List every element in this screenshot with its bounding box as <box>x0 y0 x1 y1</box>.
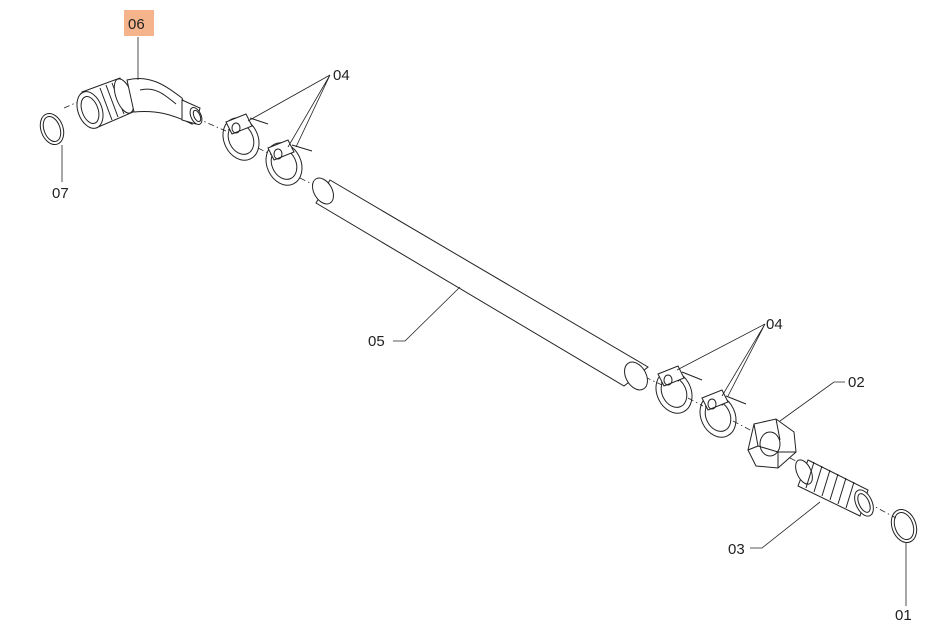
part-04-hose-clamp-bottom-b <box>699 389 747 438</box>
part-03-threaded-tail <box>795 459 874 517</box>
label-02[interactable]: 02 <box>848 374 865 391</box>
label-07[interactable]: 07 <box>52 185 69 202</box>
label-04-bottom[interactable]: 04 <box>766 316 783 333</box>
label-06[interactable]: 06 <box>128 16 145 33</box>
label-04-top[interactable]: 04 <box>333 67 350 84</box>
leader-lines <box>61 37 907 606</box>
label-05[interactable]: 05 <box>368 333 385 350</box>
part-02-hex-nut <box>747 418 797 469</box>
label-01[interactable]: 01 <box>895 607 912 624</box>
part-07-o-ring <box>39 113 65 145</box>
highlight-box-06 <box>124 10 154 36</box>
part-04-hose-clamp-top-a <box>222 113 269 161</box>
part-01-o-ring <box>890 509 918 543</box>
part-05-hose <box>312 177 649 391</box>
label-03[interactable]: 03 <box>728 541 745 558</box>
part-04-hose-clamp-top-b <box>265 139 313 186</box>
part-04-hose-clamp-bottom-a <box>655 365 703 414</box>
part-06-elbow-fitting <box>76 77 203 129</box>
